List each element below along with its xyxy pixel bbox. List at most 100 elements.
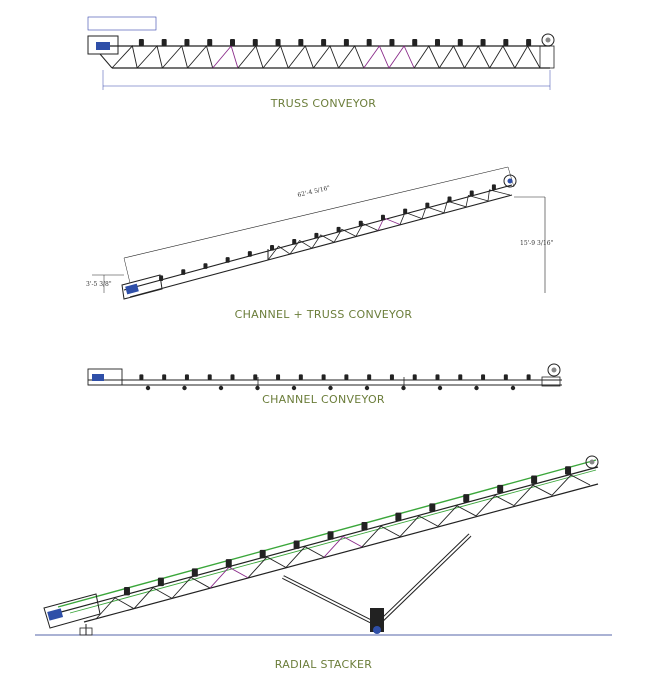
channel-hopper: [87, 368, 123, 386]
truss-member: [514, 45, 541, 69]
carriage-wheel: [373, 626, 381, 634]
truss-member: [355, 223, 379, 237]
idler: [480, 39, 486, 46]
idler: [157, 577, 164, 587]
truss-bottom-rail: [267, 194, 513, 261]
idler: [526, 39, 532, 46]
stacker-hopper: [43, 593, 101, 629]
idler: [343, 39, 349, 46]
idler: [457, 39, 463, 46]
channel-conveyor-drawing: [87, 363, 562, 391]
truss-member: [363, 45, 390, 69]
stacker-hopper-motor: [47, 608, 64, 621]
truss-member: [95, 597, 135, 620]
truss-member: [437, 505, 477, 527]
idler: [380, 214, 385, 221]
idler: [503, 39, 509, 46]
truss-member: [262, 45, 289, 69]
idler: [207, 39, 213, 46]
truss-member: [212, 45, 239, 69]
idler: [429, 503, 436, 512]
channel-idler-row: [139, 374, 531, 380]
truss-member: [187, 45, 214, 69]
channel-bottom-rail: [129, 259, 269, 298]
channel-truss-conveyor-caption: CHANNEL + TRUSS CONVEYOR: [234, 308, 413, 321]
idler-row: [138, 39, 532, 46]
incline-length-label: 62'-4 5/16": [297, 184, 331, 199]
hopper-motor: [96, 42, 110, 50]
return-idler: [474, 385, 479, 391]
idler: [138, 39, 144, 46]
truss-member: [489, 45, 516, 69]
incline-hopper-motor: [125, 283, 139, 295]
idler: [336, 226, 341, 233]
idler: [395, 512, 402, 522]
idler: [184, 39, 190, 46]
channel-truss-conveyor-panel: 62'-4 5/16" 15'-9 3/16" 3'-5 3/8" CHANNE…: [0, 115, 647, 325]
return-idler: [218, 385, 224, 391]
idler: [425, 202, 430, 209]
idler: [366, 39, 372, 46]
belt-line: [57, 459, 597, 608]
channel-hopper-motor: [92, 374, 104, 381]
truss-member: [338, 45, 365, 69]
idler: [191, 568, 198, 577]
idler: [253, 374, 258, 380]
incline-hopper: [121, 274, 163, 300]
channel-drive: [541, 376, 561, 387]
return-idler: [510, 385, 516, 391]
idler: [458, 374, 463, 380]
stacker-head-hub: [589, 459, 595, 465]
idler: [403, 208, 408, 215]
idler: [207, 374, 212, 380]
idler: [361, 521, 368, 531]
truss-conveyor-panel: TRUSS CONVEYOR: [0, 0, 647, 115]
truss-member: [513, 484, 553, 506]
idler: [412, 39, 418, 46]
radial-stacker-caption: RADIAL STACKER: [274, 658, 373, 671]
idler: [389, 374, 394, 380]
truss-member: [443, 200, 467, 213]
return-idler: [145, 385, 151, 391]
idler: [344, 374, 349, 380]
channel-truss-conveyor-drawing: 62'-4 5/16" 15'-9 3/16" 3'-5 3/8": [86, 166, 554, 300]
lower-strut-inner: [282, 576, 373, 623]
idler: [412, 374, 417, 380]
truss-member: [464, 45, 491, 69]
idler: [230, 374, 235, 380]
idler: [298, 374, 303, 380]
idler: [321, 39, 327, 46]
truss-member: [333, 228, 357, 243]
stacker-bottom-rail: [83, 483, 599, 623]
incline-length-right-tick: [507, 166, 515, 188]
idler: [327, 531, 334, 540]
idler: [230, 39, 235, 46]
channel-return-idlers: [145, 385, 516, 391]
idler: [181, 269, 186, 275]
truss-member: [111, 45, 138, 69]
stacker-top-rail: [49, 466, 599, 616]
upper-strut-inner: [379, 534, 471, 623]
head-pulley-hub: [545, 37, 551, 43]
incline-length-left-tick: [123, 257, 131, 284]
idler: [123, 586, 130, 596]
idler: [435, 39, 440, 46]
idler: [203, 263, 208, 269]
idler: [292, 238, 297, 245]
return-idler: [291, 385, 297, 391]
stacker-head-pulley: [585, 455, 599, 469]
truss-member: [388, 45, 415, 69]
truss-member: [323, 535, 363, 558]
wheel-carriage: [370, 608, 384, 632]
return-idler: [255, 385, 260, 391]
channel-head-pulley: [547, 363, 561, 377]
hopper: [87, 35, 119, 55]
idler: [463, 494, 470, 503]
idler: [491, 184, 496, 191]
tail-brace: [99, 53, 113, 69]
top-dimension-box: [87, 16, 157, 31]
idler: [298, 39, 304, 46]
truss-member: [133, 587, 173, 609]
incline-length-dimension: [123, 166, 509, 259]
channel-head-hub: [551, 367, 557, 373]
